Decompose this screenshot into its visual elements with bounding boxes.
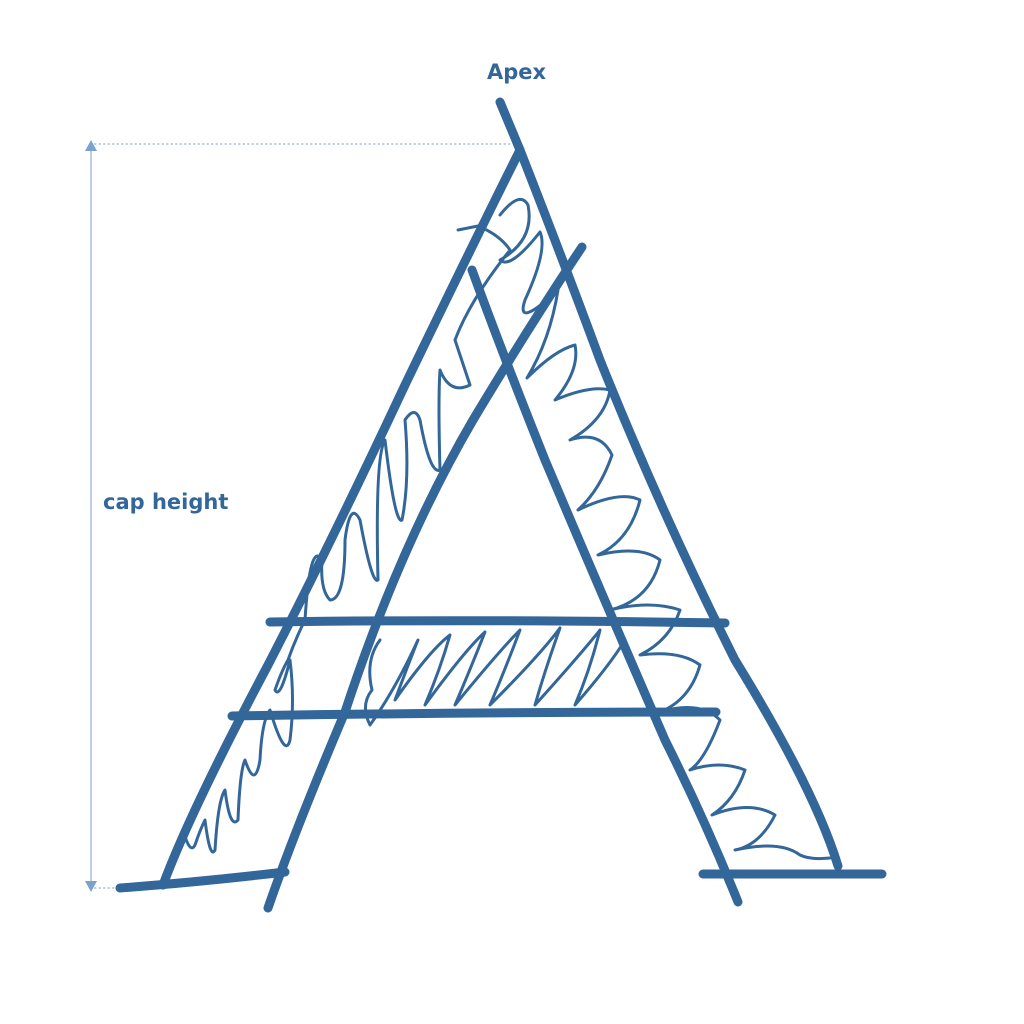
left-stem-outer-stroke: [158, 145, 525, 890]
hatching-strokes: [181, 197, 832, 861]
left-stem-inner-stroke: [263, 242, 587, 913]
crossbar-top-stroke: [265, 616, 730, 628]
crossbar-bottom-stroke: [227, 707, 721, 721]
letter-outline-strokes: [115, 97, 887, 913]
right-stem-hatching: [498, 197, 832, 861]
apex-label: Apex: [487, 60, 547, 84]
cap-height-top-arrowhead: [85, 140, 97, 151]
cap-height-guide: [85, 140, 519, 892]
cap-height-label: cap height: [103, 490, 229, 514]
crossbar-hatching: [364, 626, 627, 727]
cap-height-bottom-arrowhead: [85, 881, 97, 892]
apex-stroke: [495, 97, 525, 155]
right-stem-inner-stroke: [467, 265, 743, 907]
right-stem-outer-stroke: [515, 145, 843, 871]
left-stem-hatching: [181, 224, 512, 854]
left-serif-stroke: [115, 867, 290, 893]
